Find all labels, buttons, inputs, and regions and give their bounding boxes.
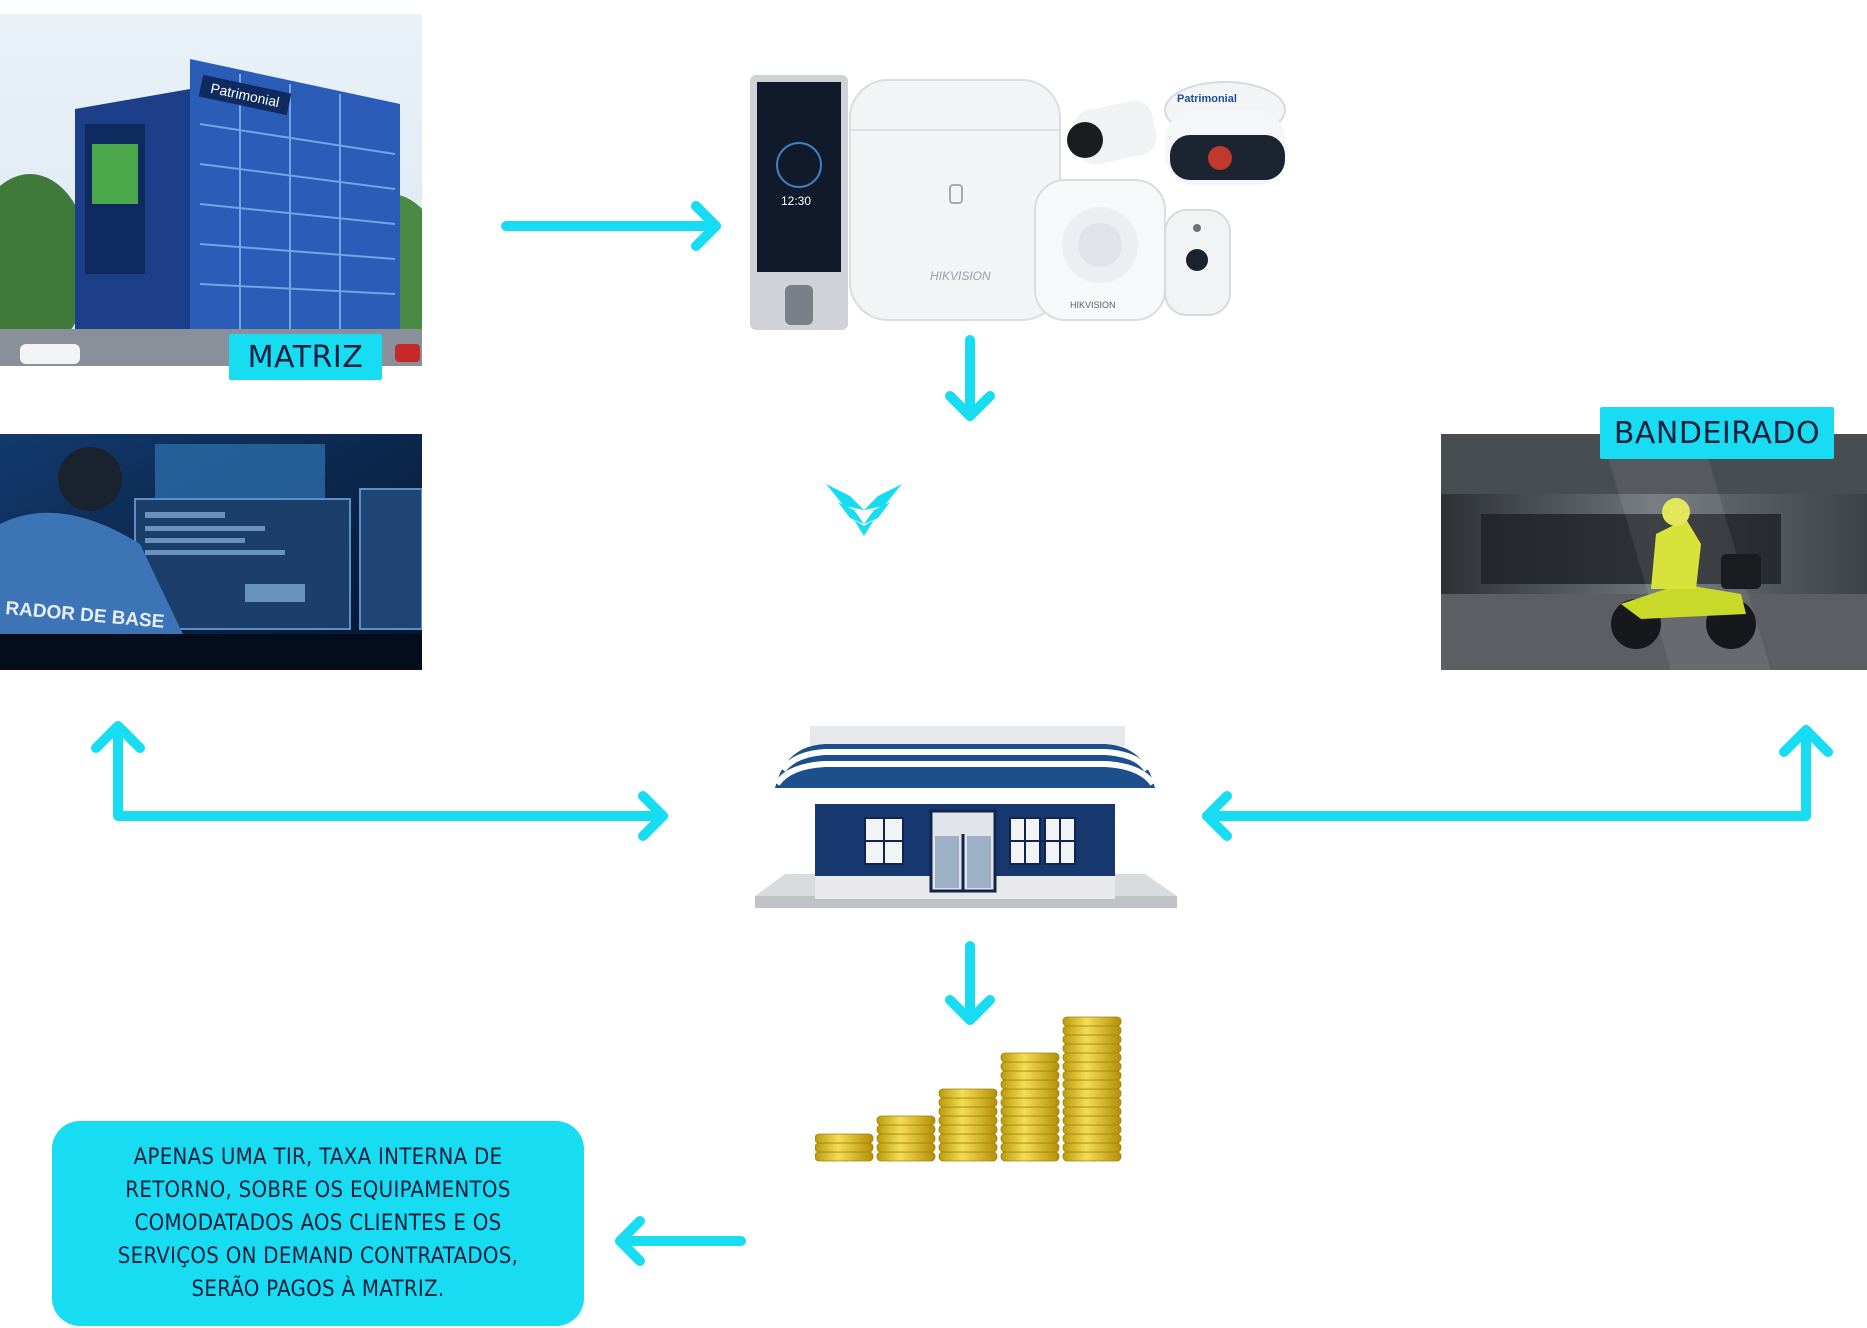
coin xyxy=(1000,1061,1060,1072)
coin xyxy=(938,1115,998,1126)
bullet-camera-icon xyxy=(1067,100,1157,165)
coin xyxy=(938,1133,998,1144)
coin xyxy=(1000,1097,1060,1108)
coin xyxy=(938,1088,998,1099)
arrow-store-to-coins xyxy=(945,941,995,1025)
coin xyxy=(1000,1115,1060,1126)
coin xyxy=(1000,1142,1060,1153)
dome-camera-icon: Patrimonial xyxy=(1164,81,1286,185)
operations-center-photo: RADOR DE BASE xyxy=(0,434,422,670)
arrow-ops-to-store xyxy=(91,721,668,841)
terminal-time: 12:30 xyxy=(781,194,811,208)
siren-brand: HIKVISION xyxy=(1070,300,1116,310)
info-text: APENAS UMA TIR, TAXA INTERNA DE RETORNO,… xyxy=(117,1145,519,1302)
coin-stacks-icon xyxy=(814,995,1125,1165)
coin xyxy=(814,1133,874,1144)
coin xyxy=(938,1124,998,1135)
coin xyxy=(1000,1052,1060,1063)
matriz-label: MATRIZ xyxy=(229,334,382,380)
coin xyxy=(1062,1115,1122,1126)
coin xyxy=(938,1097,998,1108)
arrow-matriz-to-equipment xyxy=(501,201,721,251)
coin xyxy=(1062,1070,1122,1081)
coin xyxy=(1062,1133,1122,1144)
coin xyxy=(1062,1124,1122,1135)
security-equipment-image: 12:30 HIKVISION HIKVISION Patri xyxy=(745,70,1290,340)
coin xyxy=(814,1142,874,1153)
coin xyxy=(1000,1124,1060,1135)
camera-brand: Patrimonial xyxy=(1177,93,1237,105)
bandeirado-label: BANDEIRADO xyxy=(1600,407,1834,459)
coin xyxy=(1062,1016,1122,1027)
arrow-coins-to-info xyxy=(615,1216,746,1266)
coin xyxy=(1062,1088,1122,1099)
coin xyxy=(876,1133,936,1144)
coin xyxy=(1062,1034,1122,1045)
coin xyxy=(1000,1079,1060,1090)
coin xyxy=(876,1151,936,1162)
coin-stacks xyxy=(814,1016,1122,1162)
access-control-terminal-icon: 12:30 xyxy=(750,75,848,330)
coin xyxy=(938,1151,998,1162)
franchise-store-icon xyxy=(745,726,1185,916)
coin xyxy=(1062,1025,1122,1036)
hub-brand: HIKVISION xyxy=(930,269,991,283)
patrimonial-wings-logo-icon xyxy=(824,480,904,540)
matriz-building-photo: Patrimonial xyxy=(0,14,422,366)
coin xyxy=(1062,1079,1122,1090)
bandeirado-patrol-photo xyxy=(1441,434,1867,670)
coin xyxy=(938,1142,998,1153)
coin xyxy=(1062,1052,1122,1063)
arrow-equipment-to-logo xyxy=(945,335,995,421)
coin xyxy=(1062,1097,1122,1108)
coin xyxy=(1062,1151,1122,1162)
siren-icon: HIKVISION xyxy=(1034,179,1166,321)
coin xyxy=(876,1115,936,1126)
coin xyxy=(876,1142,936,1153)
coin xyxy=(1000,1106,1060,1117)
coin xyxy=(938,1106,998,1117)
coin xyxy=(876,1124,936,1135)
coin xyxy=(1000,1088,1060,1099)
pir-camera-icon xyxy=(1164,209,1231,316)
coin xyxy=(1000,1133,1060,1144)
coin xyxy=(1000,1151,1060,1162)
coin xyxy=(1062,1061,1122,1072)
arrow-bandeirado-to-store xyxy=(1202,725,1833,841)
coin xyxy=(1062,1142,1122,1153)
coin xyxy=(1062,1043,1122,1054)
coin xyxy=(1062,1106,1122,1117)
coin xyxy=(1000,1070,1060,1081)
alarm-hub-icon: HIKVISION xyxy=(849,79,1061,321)
coin xyxy=(814,1151,874,1162)
info-box: APENAS UMA TIR, TAXA INTERNA DE RETORNO,… xyxy=(52,1121,584,1326)
